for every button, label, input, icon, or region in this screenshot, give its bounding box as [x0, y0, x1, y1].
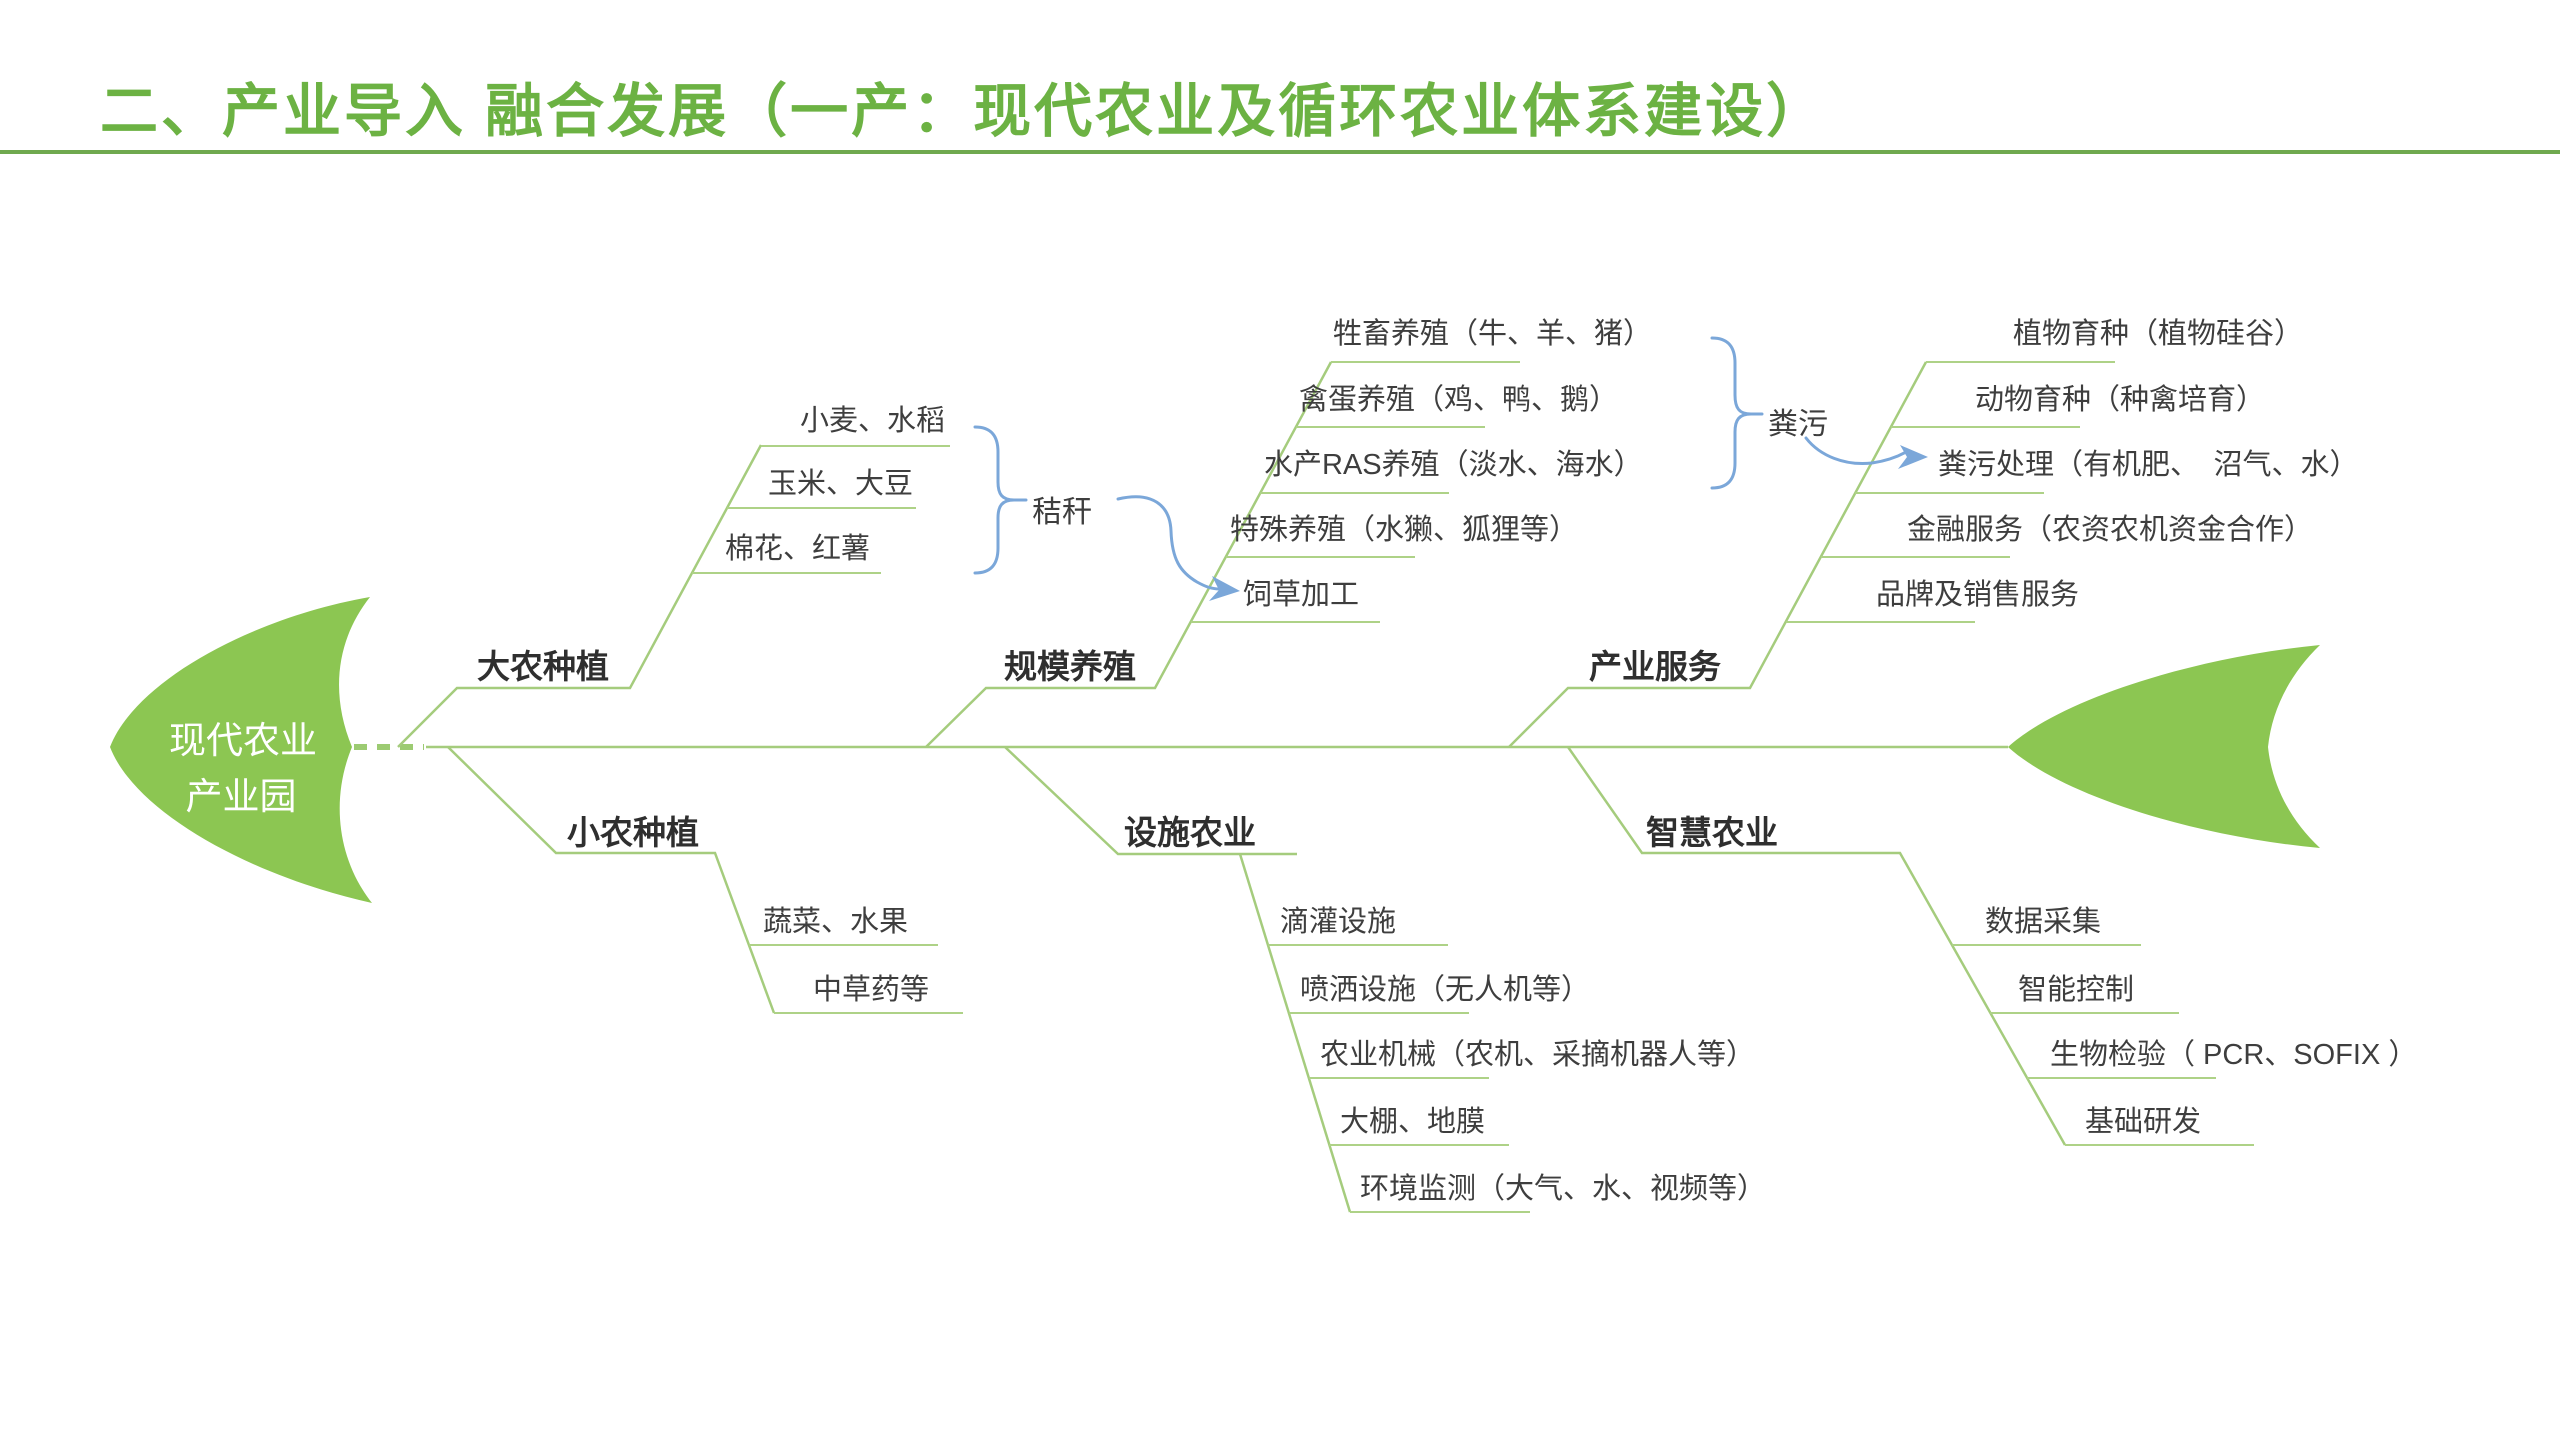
branch-label-xiao-nong-zhong-zhi: 小农种植: [567, 814, 699, 851]
item-text: 金融服务（农资农机资金合作）: [1907, 514, 2314, 546]
item-text: 饲草加工: [1243, 579, 1360, 611]
straw-arrow: [1116, 495, 1222, 591]
rib-sheShiNongYe: [1238, 853, 1352, 1213]
branch-label-gui-mo-yang-zhi: 规模养殖: [1004, 648, 1136, 685]
item-text: 农业机械（农机、采摘机器人等）: [1320, 1039, 1756, 1071]
annotation-straw: 秸秆: [1032, 496, 1092, 529]
manure-brace: [1710, 336, 1752, 490]
straw-arrowhead: [1209, 576, 1240, 601]
item-text: 植物育种（植物硅谷）: [2013, 318, 2304, 350]
branch-label-zhi-hui-nong-ye: 智慧农业: [1646, 814, 1778, 851]
item-text: 特殊养殖（水獭、狐狸等）: [1230, 514, 1579, 546]
manure-arrowhead: [1898, 445, 1928, 469]
fish-head-shape: [110, 597, 372, 903]
item-text: 蔬菜、水果: [763, 906, 909, 938]
item-text: 粪污处理（有机肥、 沼气、水）: [1938, 449, 2359, 481]
rib-sheShiNongYe-label: [1004, 746, 1297, 856]
branch-label-da-nong-zhong-zhi: 大农种植: [477, 648, 609, 685]
annotation-manure: 粪污: [1768, 408, 1828, 441]
rib-guiMoYangZhi: [925, 361, 1333, 748]
branch-label-she-shi-nong-ye: 设施农业: [1124, 814, 1256, 851]
item-text: 基础研发: [2085, 1106, 2202, 1138]
item-text: 禽蛋养殖（鸡、鸭、鹅）: [1299, 384, 1619, 416]
item-text: 环境监测（大气、水、视频等）: [1360, 1173, 1767, 1205]
straw-brace: [973, 425, 1015, 575]
item-text: 棉花、红薯: [725, 533, 871, 565]
branch-label-chan-ye-fu-wu: 产业服务: [1589, 648, 1721, 685]
item-text: 牲畜养殖（牛、羊、猪）: [1333, 318, 1653, 350]
item-text: 数据采集: [1985, 906, 2102, 938]
item-text: 中草药等: [813, 974, 930, 1006]
title-rule: [0, 150, 2560, 154]
item-text: 喷洒设施（无人机等）: [1300, 974, 1591, 1006]
rib-chanYeFuWu: [1508, 361, 1928, 748]
fish-head-label-line1: 现代农业: [169, 720, 317, 761]
item-text: 大棚、地膜: [1340, 1106, 1486, 1138]
item-text: 生物检验（ PCR、SOFIX ）: [2050, 1039, 2418, 1071]
item-text: 小麦、水稻: [800, 405, 946, 437]
item-text: 动物育种（种禽培育）: [1975, 384, 2266, 416]
fish-head-label-line2: 产业园: [185, 776, 297, 817]
item-text: 智能控制: [2018, 974, 2135, 1006]
item-text: 水产RAS养殖（淡水、海水）: [1264, 449, 1643, 481]
ribs: [397, 361, 2067, 1213]
item-underlines: [692, 361, 2254, 1213]
rib-daNongZhongZhi: [397, 444, 763, 748]
item-text: 滴灌设施: [1280, 906, 1397, 938]
slide-title: 二、产业导入 融合发展（一产：现代农业及循环农业体系建设）: [100, 79, 1828, 144]
rib-xiaoNongZhongZhi: [447, 746, 776, 1014]
rib-zhiHuiNongYe: [1566, 746, 2067, 1146]
item-text: 玉米、大豆: [768, 468, 914, 500]
fish-tail-shape: [2008, 645, 2320, 848]
item-text: 品牌及销售服务: [1876, 579, 2080, 611]
manure-arrow: [1804, 436, 1908, 466]
